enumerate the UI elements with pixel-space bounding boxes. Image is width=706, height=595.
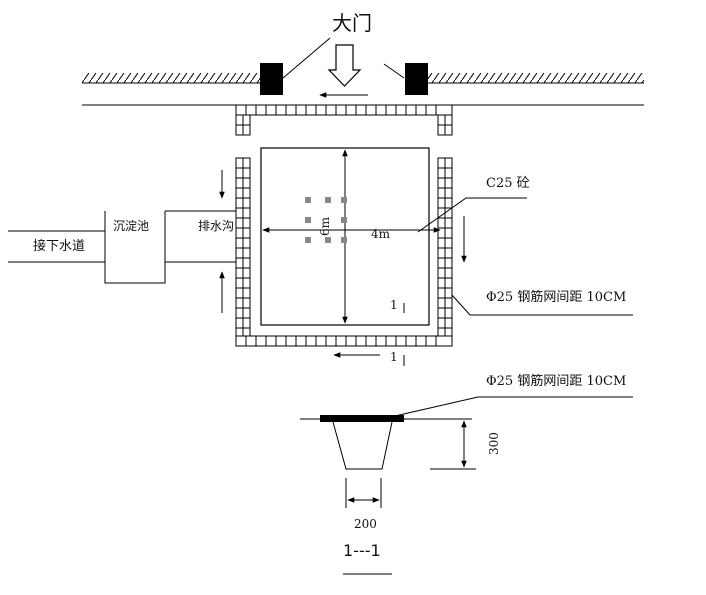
rebar-dots — [305, 197, 347, 243]
rebar-section-label: Φ25 钢筋网间距 10CM — [486, 373, 626, 389]
sewer-pipe — [8, 230, 105, 263]
dim-label-6m: 6m — [318, 216, 332, 236]
gate-post-right — [405, 63, 428, 95]
gate-post-left — [260, 63, 283, 95]
section-mark-a: 1 — [390, 298, 398, 312]
dim-label-300: 300 — [487, 432, 501, 455]
ground-line — [82, 73, 644, 106]
rebar-plan-label: Φ25 钢筋网间距 10CM — [486, 289, 626, 305]
concrete-leader — [417, 197, 527, 233]
dim-label-4m: 4m — [371, 227, 391, 241]
gate-leader-right — [383, 63, 405, 79]
sewer-label: 接下水道 — [33, 238, 85, 254]
drain-ditch — [165, 210, 236, 263]
sedimentation-tank — [104, 211, 166, 284]
drain-ditch-label: 排水沟 — [198, 219, 234, 233]
section-title: 1---1 — [343, 541, 381, 560]
section-mark-b: 1 — [390, 350, 398, 364]
hollow-down-arrow-icon — [327, 44, 362, 87]
gate-label: 大门 — [332, 11, 372, 35]
gate-leader-left — [282, 37, 331, 79]
concrete-slab — [260, 147, 430, 326]
sedimentation-tank-label: 沉淀池 — [113, 219, 149, 233]
rebar-plan-leader — [451, 294, 633, 316]
concrete-label: C25 砼 — [486, 176, 530, 191]
top-brick-strip — [235, 104, 453, 136]
rebar-section-leader — [394, 396, 633, 417]
pit-brick-frame — [235, 157, 453, 347]
dim-label-200: 200 — [354, 517, 377, 531]
rebar-mesh-bar — [320, 415, 404, 422]
section-trench — [332, 421, 393, 470]
